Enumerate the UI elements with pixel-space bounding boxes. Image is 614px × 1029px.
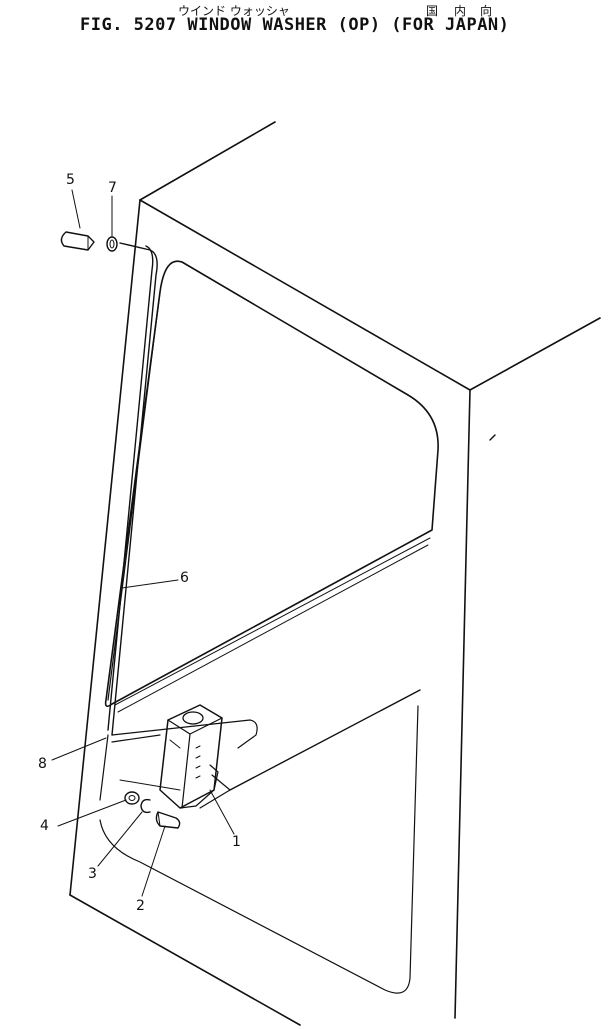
callout-4: 4 [40,818,49,834]
title-jp-name: ウインド ウォッシャ [178,4,290,18]
title-jp-char-1: 国 [426,4,439,18]
title-jp-char-2: 内 [454,4,467,18]
fastener-parts [124,791,181,829]
callout-8: 8 [38,756,47,772]
washer-tank [159,704,231,809]
upper-window [104,260,439,713]
title-japanese: ウインド ウォッシャ 国 内 向 [0,2,614,18]
washer-hose [99,242,258,801]
callout-5: 5 [66,172,75,188]
cab-outline [69,121,601,1026]
callout-1: 1 [232,834,241,850]
figure-title: FIG. 5207 WINDOW WASHER (OP) (FOR JAPAN) [80,15,510,35]
nozzle-part [60,231,95,251]
callout-3: 3 [88,866,97,882]
lower-window [99,689,421,994]
callout-6: 6 [180,570,189,586]
title-jp-char-3: 向 [480,4,493,18]
callout-2: 2 [136,898,145,914]
grommet-part [106,236,118,252]
callout-6-label-7: 7 [108,180,117,196]
leader-lines [51,189,235,897]
